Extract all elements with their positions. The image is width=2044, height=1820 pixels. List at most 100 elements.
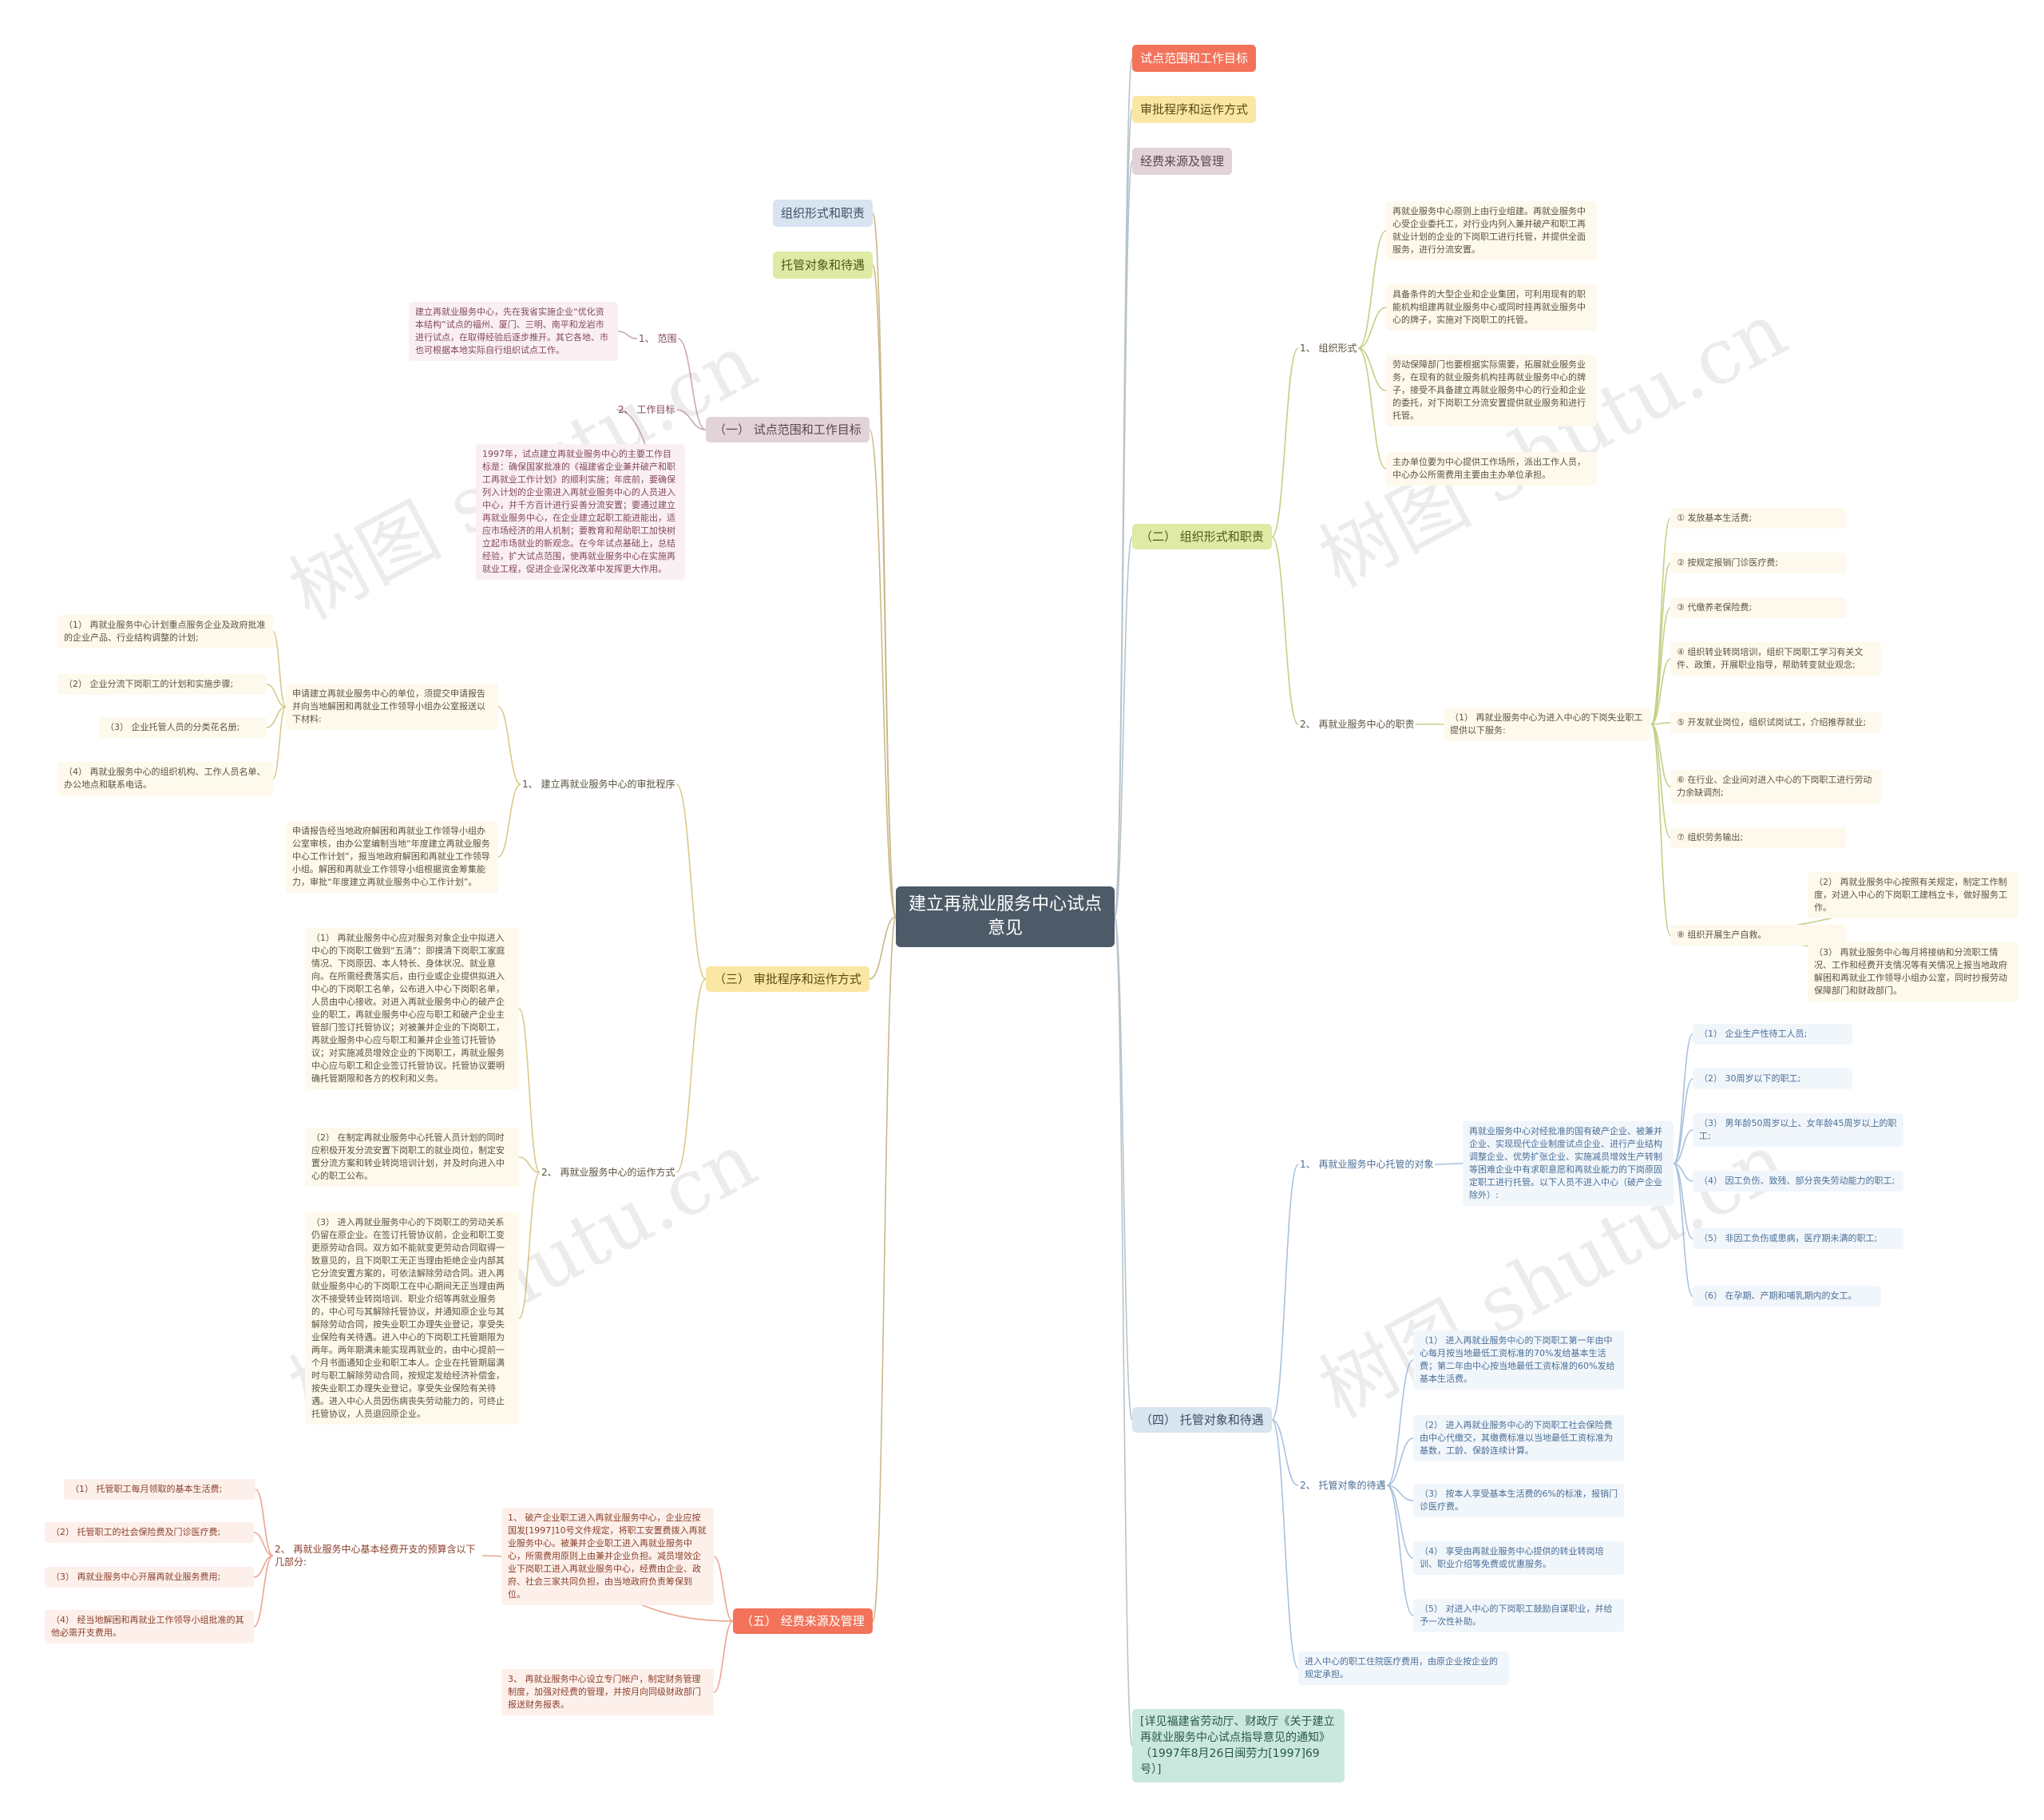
connector-line [869, 429, 897, 918]
s3-operation-item-2: （2） 在制定再就业服务中心托管人员计划的同时应积极开发分流安置下岗职工的就业岗… [305, 1128, 519, 1187]
s3-approve-review: 申请报告经当地政府解困和再就业工作领导小组办公室审核，由办公室编制当地“年度建立… [286, 821, 498, 893]
connector-line [1357, 347, 1387, 470]
connector-line [1271, 1419, 1299, 1669]
connector-line [1386, 1485, 1414, 1501]
connector-line [1114, 916, 1133, 1421]
s2-duty-item-3: ③ 代缴养老保险费; [1670, 597, 1846, 618]
connector-line [1357, 307, 1387, 349]
connector-line [255, 1489, 274, 1556]
s3-operation-item-3: （3） 进入再就业服务中心的下岗职工的劳动关系仍留在原企业。在签订托管协议前，企… [305, 1212, 519, 1425]
s3-operation-label[interactable]: 2、 再就业服务中心的运作方式 [541, 1167, 675, 1178]
s3-operation-item-1: （1） 再就业服务中心应对服务对象企业中拟进入中心的下岗职工做到“五清”：即摸清… [305, 928, 519, 1089]
connector-line [253, 1555, 274, 1628]
s5-item-2-label[interactable]: 2、 再就业服务中心基本经费开支的预算含以下几部分: [275, 1544, 476, 1568]
footer-reference-note[interactable]: [详见福建省劳动厅、财政厅《关于建立再就业服务中心试点指导意见的通知》（1997… [1132, 1709, 1345, 1782]
s4-treat-item-2: （2） 进入再就业服务中心的下岗职工社会保险费由中心代缴交，其缴费标准以当地最低… [1413, 1415, 1624, 1461]
s4-object-item-3: （3） 男年龄50周岁以上、女年龄45周岁以上的职工; [1693, 1113, 1903, 1147]
tag-trustee-objects[interactable]: 托管对象和待遇 [773, 252, 873, 279]
s4-object-label[interactable]: 1、 再就业服务中心托管的对象 [1300, 1159, 1434, 1170]
connector-line [497, 783, 521, 858]
s4-treat-label[interactable]: 2、 托管对象的待遇 [1300, 1480, 1386, 1491]
s4-treat-item-4: （4） 享受由再就业服务中心提供的转业转岗培训、职业介绍等免费或优惠服务。 [1413, 1541, 1624, 1575]
connector-line [518, 1172, 541, 1319]
connector-line [675, 783, 707, 980]
s1-range-label[interactable]: 1、 范围 [639, 333, 677, 344]
connector-line [1650, 562, 1671, 725]
s2-duty-item-2: ② 按规定报销门诊医疗费; [1670, 553, 1846, 573]
connector-line [253, 1532, 274, 1556]
connector-line [1271, 536, 1299, 725]
s2-duty-item-8: ⑧ 组织开展生产自救。 [1670, 925, 1846, 946]
s3-approve-item-1: （1） 再就业服务中心计划重点服务企业及政府批准的企业产品、行业结构调整的计划; [57, 615, 273, 648]
connector-line [872, 264, 897, 918]
connector-line [713, 1620, 734, 1693]
s4-object-item-6: （6） 在孕期、产期和哺乳期内的女工。 [1693, 1286, 1881, 1307]
connector-line [1650, 658, 1671, 725]
s5-item-2-part-2: （2） 托管职工的社会保险费及门诊医疗费; [45, 1522, 254, 1543]
s2-duty-extra-1: （2） 再就业服务中心按照有关规定，制定工作制度，对进入中心的下岗职工建档立卡，… [1808, 872, 2018, 918]
connector-line [1357, 230, 1387, 349]
s4-treat-item-1: （1） 进入再就业服务中心的下岗职工第一年由中心每月按当地最低工资标准的70%发… [1413, 1330, 1624, 1390]
connector-line [1357, 347, 1387, 391]
connector-line [272, 631, 287, 708]
s3-approve-item-4: （4） 再就业服务中心的组织机构、工作人员名单、办公地点和联系电话。 [57, 762, 273, 795]
s4-hospital: 进入中心的职工住院医疗费用，由原企业按企业的规定承担。 [1298, 1651, 1509, 1685]
tag-scope-goals[interactable]: 试点范围和工作目标 [1132, 45, 1257, 72]
s2-duty-item-4: ④ 组织转业转岗培训，组织下岗职工学习有关文件、政策，开展职业指导，帮助转变就业… [1670, 642, 1881, 676]
connector-line [266, 706, 287, 728]
connector-line [1114, 161, 1133, 918]
s3-approve-item-2: （2） 企业分流下岗职工的计划和实施步骤; [57, 674, 267, 695]
section-1-title[interactable]: （一） 试点范围和工作目标 [706, 417, 869, 442]
s2-duty-label[interactable]: 2、 再就业服务中心的职责 [1300, 719, 1415, 730]
s2-org-item-1: 再就业服务中心原则上由行业组建。再就业服务中心受企业委托工，对行业内列入兼并破产… [1386, 201, 1597, 260]
s3-approve-label[interactable]: 1、 建立再就业服务中心的审批程序 [522, 779, 675, 790]
connector-line [497, 706, 521, 785]
section-5-title[interactable]: （五） 经费来源及管理 [733, 1608, 873, 1634]
s4-object-item-5: （5） 非因工负伤或患病，医疗期未满的职工; [1693, 1228, 1903, 1249]
connector-line [1650, 607, 1671, 725]
connector-line [266, 684, 287, 708]
s3-approve-item-3: （3） 企业托管人员的分类花名册; [99, 717, 267, 738]
s5-item-1: 1、 破产企业职工进入再就业服务中心，企业应按国发[1997]10号文件规定，将… [501, 1508, 714, 1605]
connector-line [1271, 1164, 1299, 1421]
root-node[interactable]: 建立再就业服务中心试点意见 [896, 886, 1115, 947]
connector-line [1650, 722, 1671, 725]
connector-line [1386, 1437, 1414, 1486]
connector-line [1114, 916, 1133, 1747]
s2-org-label[interactable]: 1、 组织形式 [1300, 343, 1357, 354]
tag-organization[interactable]: 组织形式和职责 [773, 200, 873, 227]
s2-org-item-3: 劳动保障部门也要根据实际需要，拓展就业服务业务，在现有的就业服务机构挂再就业服务… [1386, 355, 1597, 426]
section-4-title[interactable]: （四） 托管对象和待遇 [1132, 1407, 1272, 1433]
connector-line [1650, 724, 1671, 936]
section-2-title[interactable]: （二） 组织形式和职责 [1132, 524, 1272, 549]
s5-item-3: 3、 再就业服务中心设立专门帐户，制定财务管理制度，加强对经费的管理，并按月向同… [501, 1669, 714, 1715]
s3-approve-intro: 申请建立再就业服务中心的单位，须提交申请报告并向当地解困和再就业工作领导小组办公… [286, 684, 498, 730]
s2-duty-item-6: ⑥ 在行业、企业间对进入中心的下岗职工进行劳动力余缺调剂; [1670, 770, 1881, 803]
s1-range-text: 建立再就业服务中心，先在我省实施企业“优化资本结构”试点的福州、厦门、三明、南平… [409, 302, 618, 361]
s4-object-item-4: （4） 因工负伤、致残、部分丧失劳动能力的职工; [1693, 1171, 1903, 1192]
connector-line [518, 1008, 541, 1173]
s4-object-intro: 再就业服务中心对经批准的国有破产企业、被兼并企业、实现现代企业制度试点企业、进行… [1463, 1121, 1674, 1206]
s2-duty-item-1: ① 发放基本生活费; [1670, 508, 1846, 529]
connector-line [1271, 1419, 1299, 1486]
tag-funding[interactable]: 经费来源及管理 [1132, 148, 1233, 175]
connector-line [1386, 1485, 1414, 1559]
s4-object-item-2: （2） 30周岁以下的职工; [1693, 1069, 1852, 1089]
section-3-title[interactable]: （三） 审批程序和运作方式 [706, 966, 869, 992]
connector-line [518, 1156, 541, 1173]
s2-duty-item-7: ⑦ 组织劳务输出; [1670, 827, 1846, 848]
s5-item-2-part-1: （1） 托管职工每月领取的基本生活费; [64, 1479, 256, 1500]
connector-line [1386, 1359, 1414, 1486]
s4-treat-item-3: （3） 按本人享受基本生活费的6%的标准，报销门诊医疗费。 [1413, 1484, 1624, 1517]
connector-line [1673, 1163, 1693, 1297]
tag-approval-operation[interactable]: 审批程序和运作方式 [1132, 96, 1257, 123]
s4-treat-item-5: （5） 对进入中心的下岗职工鼓励自谋职业，并给予一次性补助。 [1413, 1599, 1624, 1632]
s4-object-item-1: （1） 企业生产性待工人员; [1693, 1024, 1852, 1045]
connector-line [1673, 1078, 1693, 1164]
connector-line [872, 916, 897, 1622]
connector-line [1673, 1129, 1693, 1164]
connector-line [1271, 347, 1299, 537]
s2-duty-extra-2: （3） 再就业服务中心每月将接纳和分流职工情况、工作和经费开支情况等有关情况上报… [1808, 942, 2018, 1001]
s1-goal-label[interactable]: 2、 工作目标 [618, 404, 675, 415]
